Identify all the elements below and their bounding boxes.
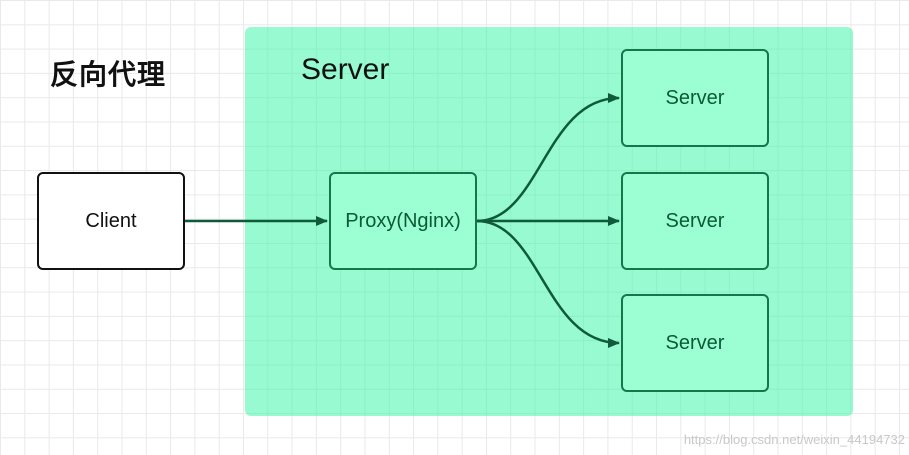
server-node-1: Server [621,49,769,147]
server-zone-label: Server [301,53,390,86]
edge-proxy-to-server-3 [476,219,620,348]
proxy-node: Proxy(Nginx) [329,172,477,270]
watermark: https://blog.csdn.net/weixin_44194732 [683,432,905,447]
edge-proxy-to-server-1 [476,93,620,223]
client-node: Client [37,172,185,270]
page-title: 反向代理 [50,58,167,91]
server-node-3: Server [621,294,769,392]
server-node-2: Server [621,172,769,270]
